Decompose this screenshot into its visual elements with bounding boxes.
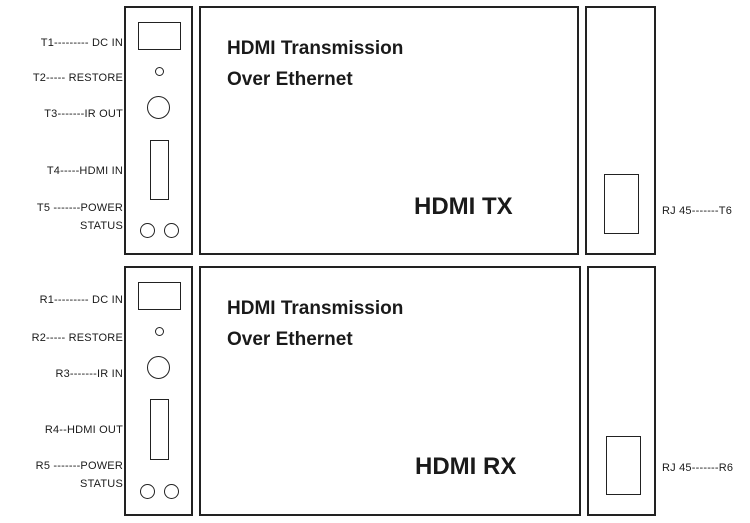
tx-title-line2: Over Ethernet [227,69,353,90]
tx-restore-label: T2----- RESTORE [32,72,123,84]
tx-dc-in-port [138,22,181,50]
rx-ir-in-port [147,356,170,379]
tx-power-led [140,223,155,238]
tx-restore-button [155,67,164,76]
tx-main-body: HDMI Transmission Over Ethernet HDMI TX [199,6,579,255]
tx-rj45-port [604,174,639,234]
rx-power-led [140,484,155,499]
tx-hdmi-in-port [150,140,169,200]
tx-ir-out-label: T3-------IR OUT [44,108,123,120]
rx-power-label: R5 -------POWER [35,460,123,472]
rx-restore-label: R2----- RESTORE [31,332,123,344]
rx-dc-in-port [138,282,181,310]
tx-rear-panel [585,6,656,255]
rx-dc-in-label: R1--------- DC IN [39,294,123,306]
tx-title-line1: HDMI Transmission [227,38,404,59]
tx-rj45-label: RJ 45-------T6 [662,205,733,217]
rx-hdmi-out-label: R4--HDMI OUT [44,424,123,436]
rx-status-led [164,484,179,499]
tx-power-label: T5 -------POWER [36,202,123,214]
rx-restore-button [155,327,164,336]
tx-model-label: HDMI TX [414,193,513,220]
rx-rj45-port [606,436,641,495]
rx-ir-in-label: R3-------IR IN [55,368,123,380]
rx-title-line1: HDMI Transmission [227,298,404,319]
tx-status-led [164,223,179,238]
tx-ir-out-port [147,96,170,119]
rx-rear-panel [587,266,656,516]
rx-model-label: HDMI RX [415,453,517,480]
rx-title-line2: Over Ethernet [227,329,353,350]
tx-dc-in-label: T1--------- DC IN [40,37,123,49]
tx-status-label: STATUS [80,220,123,232]
rx-main-body: HDMI Transmission Over Ethernet HDMI RX [199,266,581,516]
tx-hdmi-in-label: T4-----HDMI IN [46,165,123,177]
rx-rj45-label: RJ 45-------R6 [662,462,734,474]
rx-hdmi-out-port [150,399,169,460]
tx-front-panel [124,6,193,255]
rx-status-label: STATUS [80,478,123,490]
rx-front-panel [124,266,193,516]
